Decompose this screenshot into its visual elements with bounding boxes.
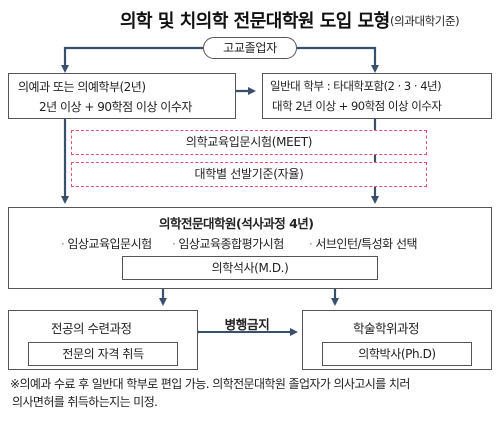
- criteria-box: 대학별 선발기준(자율): [71, 162, 427, 187]
- grad-school-title: 의학전문대학원(석사과정 4년): [159, 216, 314, 231]
- start-node: 고교졸업자: [203, 37, 297, 59]
- connector-start-right: [297, 46, 379, 73]
- page-title: 의학 및 치의학 전문대학원 도입 모형: [120, 11, 390, 32]
- footnote-line2: 의사면허를 취득하는지는 미정.: [12, 395, 158, 409]
- connector-start-left: [61, 46, 203, 73]
- left-track-title: 전공의 수련과정: [51, 321, 132, 336]
- degree-box: 의학석사(M.D.): [122, 256, 378, 280]
- left-entry-line1: 의예과 또는 의예학부(2년): [18, 80, 146, 94]
- title-row: 의학 및 치의학 전문대학원 도입 모형 (의과대학기준): [0, 4, 500, 34]
- left-track-sub: 전문의 자격 취득: [28, 342, 178, 366]
- grad-school-item-2: ·임상교육종합평가시험: [172, 237, 284, 251]
- right-entry-line2: 대학 2년 이상 + 90학점 이상 이수자: [272, 99, 442, 113]
- right-track-sub: 의학박사(Ph.D): [322, 342, 472, 366]
- bullet-mark: ·: [61, 237, 65, 251]
- bullet-mark: ·: [309, 237, 313, 251]
- bullet-mark: ·: [172, 237, 176, 251]
- parallel-label: 병행금지: [224, 317, 270, 332]
- right-track-title: 학술학위과정: [353, 321, 420, 336]
- exam-box: 의학교육입문시험(MEET): [71, 130, 427, 155]
- left-entry-box: 의예과 또는 의예학부(2년) 2년 이상 + 90학점 이상 이수자: [8, 73, 236, 119]
- footnote-line1: ※의예과 수료 후 일반대 학부로 편입 가능. 의학전문대학원 졸업자가 의사…: [10, 377, 410, 391]
- right-entry-box: 일반대 학부 : 타대학포함(2 · 3 · 4년) 대학 2년 이상 + 90…: [262, 73, 492, 119]
- grad-school-item-3: ·서브인턴/특성화 선택: [309, 237, 418, 251]
- right-entry-line1: 일반대 학부 : 타대학포함(2 · 3 · 4년): [270, 79, 442, 93]
- grad-school-item-1: ·임상교육입문시험: [61, 237, 152, 251]
- footnote: ※의예과 수료 후 일반대 학부로 편입 가능. 의학전문대학원 졸업자가 의사…: [10, 375, 494, 411]
- page-subtitle: (의과대학기준): [390, 14, 460, 28]
- left-entry-line2: 2년 이상 + 90학점 이상 이수자: [39, 100, 192, 114]
